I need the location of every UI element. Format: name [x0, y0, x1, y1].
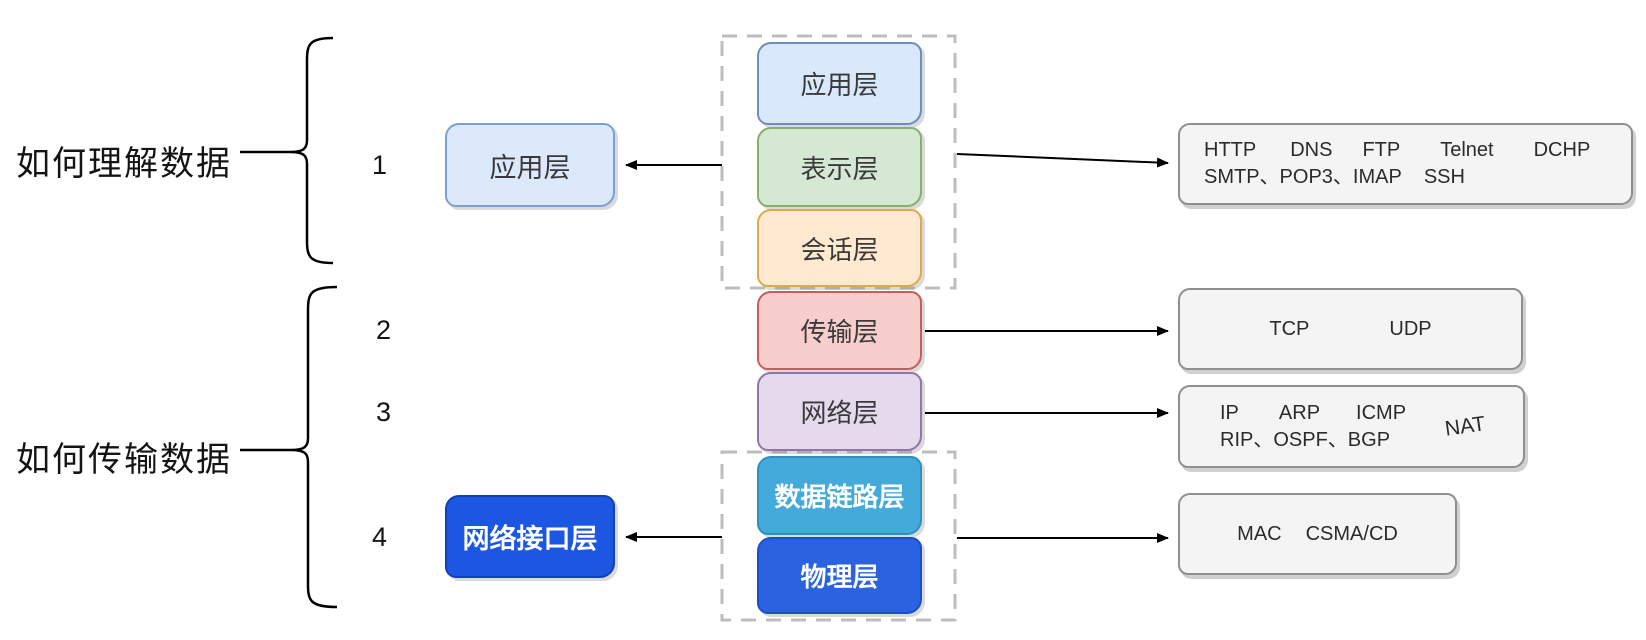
protocol-dns: DNS — [1290, 139, 1333, 161]
osi-transport-box: 传输层 — [757, 291, 922, 370]
osi-application-label: 应用层 — [800, 70, 879, 100]
protocol-ftp: FTP — [1362, 139, 1401, 161]
protocol-mac: MAC — [1237, 522, 1282, 545]
protocol-dchp: DCHP — [1533, 139, 1591, 161]
network-protocols-line2: RIP、OSPF、BGP — [1220, 427, 1523, 454]
tcpip-application-box: 应用层 — [445, 123, 615, 207]
understand-brace-icon — [240, 36, 334, 265]
row-number-2: 2 — [376, 315, 392, 345]
link-protocols-line1: MAC CSMA/CD — [1180, 521, 1455, 548]
protocol-icmp: ICMP — [1356, 401, 1407, 424]
osi-presentation-label: 表示层 — [800, 153, 879, 184]
network-protocols-box: IP ARP ICMP RIP、OSPF、BGP NAT — [1178, 385, 1525, 468]
protocol-tcp: TCP — [1269, 317, 1310, 340]
protocol-ssh: SSH — [1423, 166, 1465, 188]
label-how-to-transmit-data: 如何传输数据 — [16, 441, 232, 479]
label-how-to-understand-data: 如何理解数据 — [16, 145, 232, 183]
application-protocols-line2: SMTP、POP3、IMAP SSH — [1204, 164, 1631, 191]
osi-application-box: 应用层 — [757, 42, 922, 125]
protocol-http: HTTP — [1204, 139, 1257, 161]
osi-session-label: 会话层 — [800, 234, 879, 265]
protocol-ip: IP — [1220, 401, 1239, 424]
osi-session-box: 会话层 — [757, 209, 922, 287]
tcpip-network-interface-label: 网络接口层 — [462, 524, 598, 554]
osi-network-label: 网络层 — [800, 398, 879, 428]
application-protocols-box: HTTP DNS FTP Telnet DCHP SMTP、POP3、IMAP … — [1178, 123, 1633, 205]
osi-data-link-label: 数据链路层 — [774, 482, 905, 512]
osi-physical-label: 物理层 — [800, 562, 879, 592]
protocol-smtp-pop3-imap: SMTP、POP3、IMAP — [1204, 166, 1402, 188]
application-protocols-line1: HTTP DNS FTP Telnet DCHP — [1204, 137, 1631, 164]
link-protocols-box: MAC CSMA/CD — [1178, 493, 1457, 575]
osi-physical-box: 物理层 — [757, 537, 922, 614]
protocol-csma-cd: CSMA/CD — [1305, 522, 1398, 545]
protocol-rip-ospf-bgp: RIP、OSPF、BGP — [1220, 428, 1391, 451]
osi-upper-group-outline — [720, 34, 957, 290]
osi-data-link-box: 数据链路层 — [757, 456, 922, 535]
tcpip-network-interface-box: 网络接口层 — [445, 495, 615, 578]
transmit-brace-icon — [240, 285, 338, 609]
osi-network-box: 网络层 — [757, 372, 922, 451]
row-number-1: 1 — [372, 150, 388, 180]
protocol-arp: ARP — [1278, 401, 1321, 424]
protocol-udp: UDP — [1389, 317, 1432, 340]
protocol-telnet: Telnet — [1440, 139, 1494, 161]
transport-protocols-line1: TCP UDP — [1180, 316, 1521, 343]
row-number-3: 3 — [376, 397, 392, 427]
network-protocols-line1: IP ARP ICMP — [1220, 400, 1523, 427]
arrow-presentation-to-protocols — [956, 153, 1169, 168]
protocol-nat: NAT — [1443, 411, 1487, 441]
transport-protocols-box: TCP UDP — [1178, 288, 1523, 370]
osi-presentation-box: 表示层 — [757, 127, 922, 207]
row-number-4: 4 — [372, 522, 388, 552]
tcpip-application-label: 应用层 — [489, 152, 571, 183]
osi-transport-label: 传输层 — [800, 317, 879, 347]
